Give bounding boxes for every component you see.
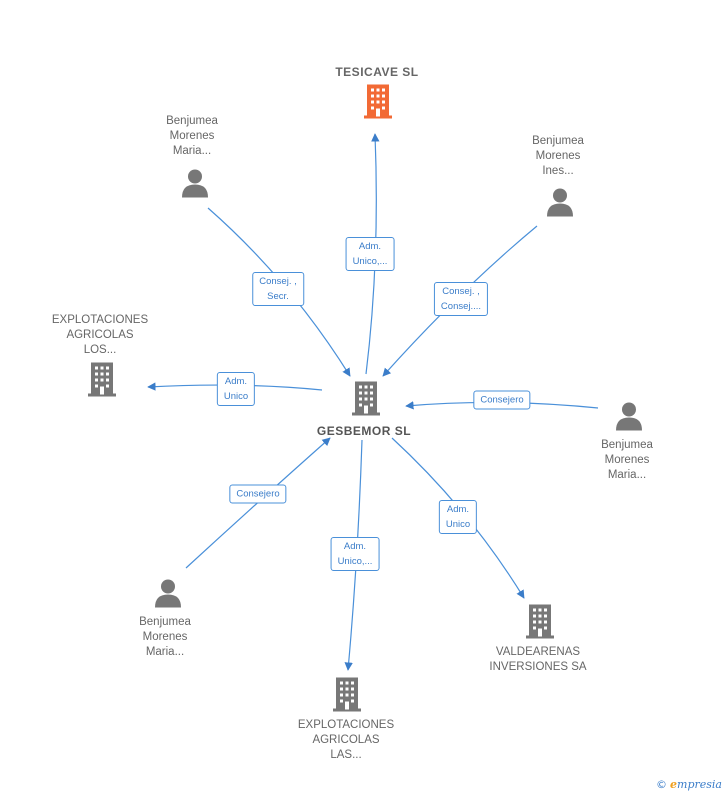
building-icon[interactable] — [525, 603, 555, 644]
edge-label-p3-gesbemor[interactable]: Consejero — [473, 390, 531, 410]
node-label-expl-las[interactable]: EXPLOTACIONES AGRICOLAS LAS... — [297, 719, 395, 761]
person-icon[interactable] — [153, 578, 183, 613]
node-label-person-3[interactable]: Benjumea Morenes Maria... — [601, 439, 653, 481]
node-label-gesbemor[interactable]: GESBEMOR SL — [316, 424, 412, 438]
edge-label-gesbemor-tesicave[interactable]: Adm. Unico,... — [345, 237, 395, 271]
edge-label-p4-gesbemor[interactable]: Consejero — [229, 484, 287, 504]
person-icon[interactable] — [614, 401, 644, 436]
edge-label-p1-gesbemor[interactable]: Consej. , Secr. — [252, 272, 304, 306]
person-icon[interactable] — [545, 187, 575, 222]
brand-initial: e — [670, 778, 678, 791]
edge-label-gesbemor-valdearenas[interactable]: Adm. Unico — [438, 500, 478, 534]
building-icon[interactable] — [332, 676, 362, 717]
node-label-expl-los[interactable]: EXPLOTACIONES AGRICOLAS LOS... — [51, 314, 149, 356]
copyright-icon: © — [656, 778, 668, 791]
edge-label-p2-gesbemor[interactable]: Consej. , Consej.... — [433, 282, 489, 316]
brand-name: mpresia — [677, 778, 722, 791]
node-label-person-4[interactable]: Benjumea Morenes Maria... — [139, 616, 191, 658]
node-label-valdearenas[interactable]: VALDEARENAS INVERSIONES SA — [489, 646, 587, 673]
building-icon[interactable] — [87, 361, 117, 402]
edge-label-gesbemor-expl-los[interactable]: Adm. Unico — [216, 372, 256, 406]
building-icon[interactable] — [363, 83, 393, 124]
node-label-person-1[interactable]: Benjumea Morenes Maria... — [166, 115, 218, 157]
node-label-person-2[interactable]: Benjumea Morenes Ines... — [532, 135, 584, 177]
person-icon[interactable] — [180, 168, 210, 203]
building-icon[interactable] — [351, 380, 381, 421]
edge-label-gesbemor-expl-las[interactable]: Adm. Unico,... — [330, 537, 380, 571]
brand-watermark: ©empresia — [656, 778, 722, 791]
node-label-tesicave[interactable]: TESICAVE SL — [335, 65, 419, 79]
